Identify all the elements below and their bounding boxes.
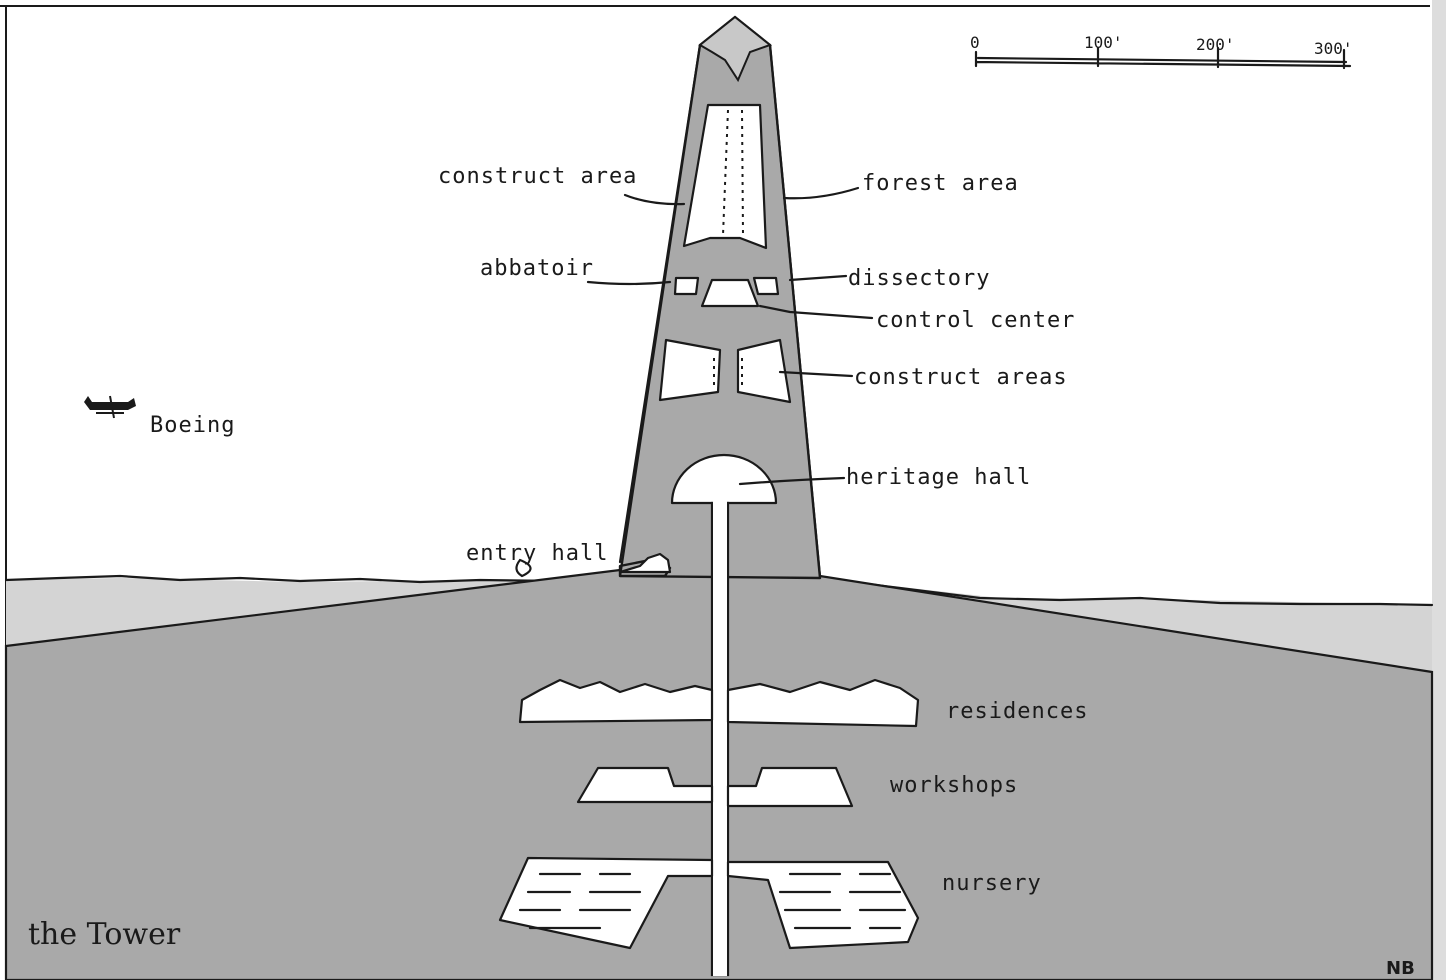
diagram-title: the Tower <box>28 917 181 952</box>
scale-bar: 0 100' 200' 300' <box>970 33 1353 68</box>
control-center-room <box>702 280 758 306</box>
scale-tick-200: 200' <box>1196 35 1235 54</box>
construct-area-right-room <box>738 340 790 402</box>
label-boeing: Boeing <box>150 413 235 438</box>
label-entry-hall: entry hall <box>466 541 608 566</box>
label-control-center: control center <box>876 308 1075 333</box>
leader-dissectory <box>790 276 846 280</box>
label-residences: residences <box>946 699 1088 724</box>
label-abbatoir: abbatoir <box>480 256 594 281</box>
label-heritage-hall: heritage hall <box>846 465 1031 490</box>
construct-area-left-room <box>660 340 720 400</box>
label-forest-area: forest area <box>862 171 1019 196</box>
abbatoir-room <box>675 278 698 294</box>
artist-signature: NB <box>1386 958 1415 979</box>
boeing-plane-icon <box>84 396 136 418</box>
scale-tick-300: 300' <box>1314 39 1353 58</box>
residences-room-right <box>728 680 918 726</box>
shaft-cover <box>713 500 727 976</box>
label-construct-area: construct area <box>438 164 637 189</box>
label-nursery: nursery <box>942 871 1042 896</box>
dissectory-room <box>754 278 778 294</box>
label-construct-areas: construct areas <box>854 365 1068 390</box>
scale-tick-100: 100' <box>1084 33 1123 52</box>
label-dissectory: dissectory <box>848 266 990 291</box>
scale-tick-0: 0 <box>970 33 980 52</box>
leader-abbatoir <box>588 282 670 284</box>
leader-forest-area <box>784 188 858 198</box>
page-edge-shadow <box>1432 0 1446 980</box>
label-workshops: workshops <box>890 773 1018 798</box>
